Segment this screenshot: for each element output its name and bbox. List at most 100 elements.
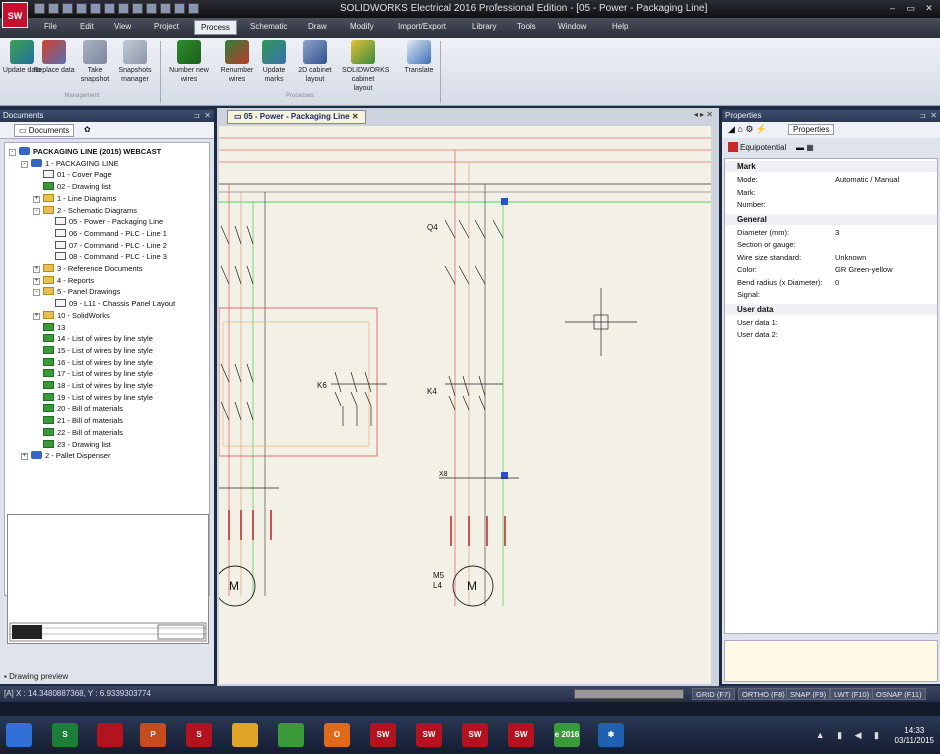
tree-item[interactable]: 09 - L11 - Chassis Panel Layout bbox=[45, 298, 175, 309]
tree-item[interactable]: 17 - List of wires by line style bbox=[33, 368, 153, 379]
sw-2016b-icon[interactable]: SW 2016 bbox=[462, 723, 488, 747]
menu-view[interactable]: View bbox=[114, 22, 131, 31]
tree-item[interactable]: 15 - List of wires by line style bbox=[33, 345, 153, 356]
menu-library[interactable]: Library bbox=[472, 22, 496, 31]
tree-item[interactable]: 20 - Bill of materials bbox=[33, 403, 123, 414]
tree-item[interactable]: 18 - List of wires by line style bbox=[33, 380, 153, 391]
collapse-icon[interactable]: - bbox=[21, 161, 28, 168]
sw-2016-icon[interactable]: SW 2016 bbox=[416, 723, 442, 747]
menu-project[interactable]: Project bbox=[154, 22, 179, 31]
minimize-button[interactable]: – bbox=[886, 2, 900, 14]
qa-layers-icon[interactable] bbox=[160, 3, 171, 14]
ortho-toggle[interactable]: ORTHO (F8) bbox=[738, 688, 789, 700]
menu-file[interactable]: File bbox=[44, 22, 57, 31]
property-row[interactable]: User data 2: bbox=[737, 329, 937, 340]
tree-item[interactable]: 22 - Bill of materials bbox=[33, 427, 123, 438]
qa-settings-icon[interactable] bbox=[174, 3, 185, 14]
tree-item[interactable]: 14 - List of wires by line style bbox=[33, 333, 153, 344]
menu-tools[interactable]: Tools bbox=[517, 22, 536, 31]
tree-item[interactable]: -PACKAGING LINE (2015) WEBCAST bbox=[9, 146, 161, 157]
replace-data-button[interactable]: Replace data bbox=[33, 40, 75, 75]
property-section-title[interactable]: Mark bbox=[725, 161, 937, 172]
tree-item[interactable]: +2 - Pallet Dispenser bbox=[21, 450, 110, 461]
update-marks-button[interactable]: Update marks bbox=[253, 40, 295, 84]
property-row[interactable]: Section or gauge: bbox=[737, 239, 937, 250]
tree-item[interactable]: +3 - Reference Documents bbox=[33, 263, 142, 274]
renumber-wires-button[interactable]: Renumber wires bbox=[216, 40, 258, 84]
pin-icon[interactable]: ⊐ bbox=[919, 110, 926, 122]
menu-window[interactable]: Window bbox=[558, 22, 586, 31]
osnap-toggle[interactable]: OSNAP (F11) bbox=[872, 688, 926, 700]
document-tab-close-icon[interactable]: ✕ bbox=[352, 112, 359, 121]
menu-edit[interactable]: Edit bbox=[80, 22, 94, 31]
solidworks-cabinet-layout-button[interactable]: SOLIDWORKS cabinet layout bbox=[342, 40, 384, 93]
schematic-canvas[interactable]: Q4 K4 bbox=[219, 126, 711, 684]
tree-item[interactable]: -2 - Schematic Diagrams bbox=[33, 205, 137, 216]
number-new-wires-button[interactable]: Number new wires bbox=[168, 40, 210, 84]
take-snapshot-button[interactable]: Take snapshot bbox=[74, 40, 116, 84]
property-row[interactable]: Mode:Automatic / Manual bbox=[737, 174, 937, 185]
qa-undo-icon[interactable] bbox=[90, 3, 101, 14]
tab-05-power-packaging-line[interactable]: ▭ 05 - Power - Packaging Line ✕ bbox=[227, 110, 366, 124]
property-row[interactable]: Bend radius (x Diameter):0 bbox=[737, 277, 937, 288]
menu-schematic[interactable]: Schematic bbox=[250, 22, 287, 31]
snowflake-icon[interactable]: ✱ bbox=[598, 723, 624, 747]
tree-item[interactable]: +10 - SolidWorks bbox=[33, 310, 110, 321]
tree-item[interactable]: -1 - PACKAGING LINE bbox=[21, 158, 119, 169]
2d-cabinet-layout-button[interactable]: 2D cabinet layout bbox=[294, 40, 336, 84]
qa-save-icon[interactable] bbox=[62, 3, 73, 14]
qa-pan-icon[interactable] bbox=[132, 3, 143, 14]
tree-item[interactable]: 02 - Drawing list bbox=[33, 181, 111, 192]
expand-icon[interactable]: + bbox=[33, 196, 40, 203]
qa-redo-icon[interactable] bbox=[104, 3, 115, 14]
tree-item[interactable]: 08 - Command - PLC - Line 3 bbox=[45, 251, 167, 262]
property-row[interactable]: Signal: bbox=[737, 289, 937, 300]
tab-properties[interactable]: Properties bbox=[788, 124, 834, 135]
powerpoint-icon[interactable]: P bbox=[140, 723, 166, 747]
qa-zoom-icon[interactable] bbox=[118, 3, 129, 14]
menu-process[interactable]: Process bbox=[194, 20, 237, 35]
expand-icon[interactable]: + bbox=[33, 266, 40, 273]
tab-documents[interactable]: ▭ Documents bbox=[14, 124, 74, 137]
collapse-icon[interactable]: - bbox=[9, 149, 16, 156]
tree-item[interactable]: +1 - Line Diagrams bbox=[33, 193, 116, 204]
menu-modify[interactable]: Modify bbox=[350, 22, 374, 31]
snap-toggle[interactable]: SNAP (F9) bbox=[786, 688, 830, 700]
tree-item[interactable]: 01 - Cover Page bbox=[33, 169, 112, 180]
property-row[interactable]: Diameter (mm):3 bbox=[737, 227, 937, 238]
qa-grid-icon[interactable] bbox=[146, 3, 157, 14]
tree-item[interactable]: 06 - Command - PLC - Line 1 bbox=[45, 228, 167, 239]
lwt-toggle[interactable]: LWT (F10) bbox=[830, 688, 873, 700]
app-logo-icon[interactable]: SW bbox=[2, 2, 28, 28]
expand-icon[interactable]: + bbox=[33, 313, 40, 320]
wire-style-icon[interactable]: ▬ ▦ bbox=[796, 143, 814, 152]
tree-item[interactable]: 19 - List of wires by line style bbox=[33, 392, 153, 403]
edrawings-2016-icon[interactable]: e 2016 bbox=[554, 723, 580, 747]
sw-2015-icon[interactable]: SW 2015 bbox=[370, 723, 396, 747]
chrome-icon[interactable] bbox=[278, 723, 304, 747]
outlook-icon[interactable]: O bbox=[324, 723, 350, 747]
menu-help[interactable]: Help bbox=[612, 22, 628, 31]
close-icon[interactable]: ✕ bbox=[930, 110, 937, 122]
translate-button[interactable]: Translate bbox=[398, 40, 440, 75]
qa-new-icon[interactable] bbox=[34, 3, 45, 14]
folder-icon[interactable] bbox=[232, 723, 258, 747]
tree-item[interactable]: 07 - Command - PLC - Line 2 bbox=[45, 240, 167, 251]
windows-start-icon[interactable] bbox=[6, 723, 32, 747]
tree-item[interactable]: 13 bbox=[33, 322, 65, 333]
property-row[interactable]: Mark: bbox=[737, 187, 937, 198]
close-icon[interactable]: ✕ bbox=[204, 110, 211, 122]
collapse-icon[interactable]: - bbox=[33, 289, 40, 296]
tree-item[interactable]: 05 - Power - Packaging Line bbox=[45, 216, 163, 227]
app-red-icon[interactable] bbox=[97, 723, 123, 747]
props-toolbar-icons[interactable]: ◢ ⌂ ⚙ ⚡ bbox=[728, 124, 767, 135]
tree-item[interactable]: -5 - Panel Drawings bbox=[33, 286, 120, 297]
qa-open-icon[interactable] bbox=[48, 3, 59, 14]
maximize-button[interactable]: ▭ bbox=[904, 2, 918, 14]
tree-item[interactable]: 23 - Drawing list bbox=[33, 439, 111, 450]
menu-import-export[interactable]: Import/Export bbox=[398, 22, 446, 31]
app-s-red-icon[interactable]: S bbox=[186, 723, 212, 747]
snapshots-manager-button[interactable]: Snapshots manager bbox=[114, 40, 156, 84]
property-section-title[interactable]: User data bbox=[725, 304, 937, 315]
collapse-icon[interactable]: - bbox=[33, 208, 40, 215]
